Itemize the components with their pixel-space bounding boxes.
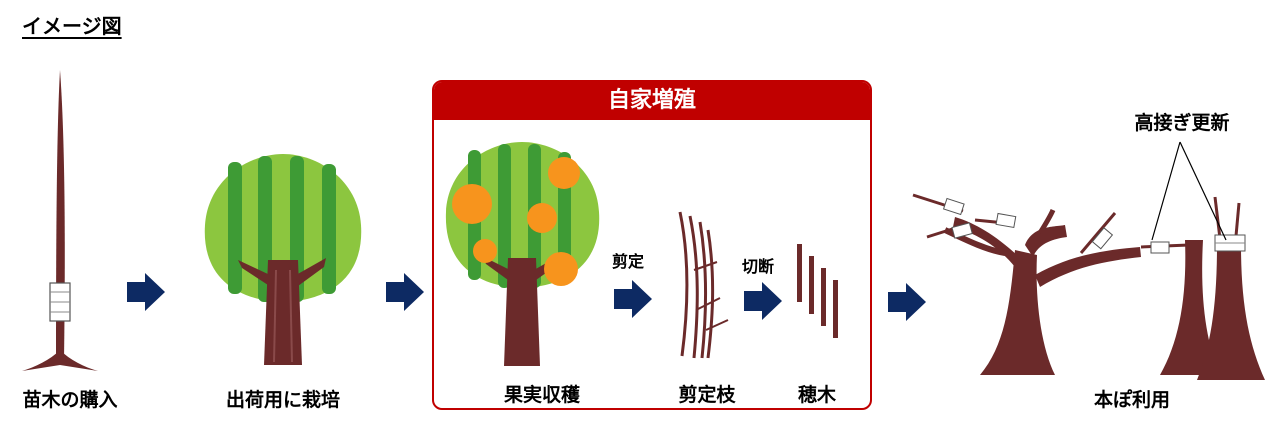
page-title: イメージ図 — [22, 14, 122, 38]
step-seedling-label: 苗木の購入 — [22, 389, 118, 411]
orange-tree-icon — [445, 142, 600, 366]
step-harvest-label: 果実収穫 — [503, 384, 580, 406]
scion-icon — [797, 244, 838, 338]
tree-icon — [204, 154, 362, 365]
step-cultivate-label: 出荷用に栽培 — [225, 389, 340, 411]
step-use-label: 本ぽ利用 — [1093, 389, 1170, 411]
arrow-right-icon — [127, 273, 165, 311]
arrow-right-icon — [888, 283, 926, 321]
arrow-label-prune: 剪定 — [612, 252, 645, 271]
arrow-right-icon — [386, 273, 424, 311]
branch-icon — [678, 211, 729, 359]
step-scion-label: 穂木 — [797, 384, 836, 406]
grafted-tree-icon — [1197, 196, 1265, 380]
self-propagation-heading: 自家増殖 — [434, 82, 870, 120]
arrow-right-icon — [744, 282, 782, 320]
arrow-label-cut: 切断 — [742, 257, 775, 276]
callout-label: 高接ぎ更新 — [1134, 112, 1230, 134]
callout-lines — [1151, 141, 1227, 241]
seedling-icon — [22, 70, 98, 371]
grafted-tree-icon — [912, 193, 1220, 375]
step-pruned-branch-label: 剪定枝 — [678, 384, 736, 406]
self-propagation-box: 自家増殖 — [432, 80, 872, 410]
arrow-right-icon — [614, 280, 652, 318]
